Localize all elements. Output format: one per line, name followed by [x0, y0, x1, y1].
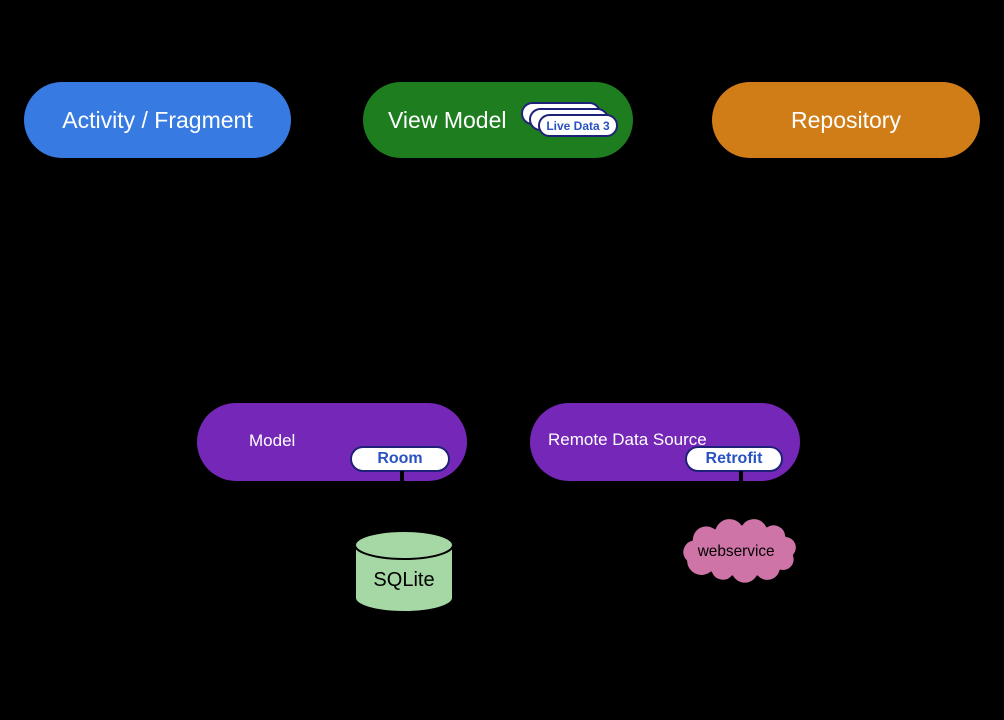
retrofit-badge: Retrofit	[685, 446, 783, 472]
connector-room-to-sqlite	[400, 471, 404, 532]
connector-retrofit-to-webservice	[739, 471, 743, 518]
room-badge-label: Room	[377, 450, 423, 467]
live-data-badge: Live Data 3	[538, 114, 618, 137]
sqlite-label: SQLite	[373, 569, 434, 591]
repository-label: Repository	[791, 106, 901, 133]
node-activity-fragment: Activity / Fragment	[24, 82, 291, 158]
retrofit-badge-label: Retrofit	[705, 450, 763, 467]
cylinder-top	[354, 530, 454, 560]
view-model-label: View Model	[388, 106, 507, 133]
node-remote-data-source: Remote Data Source Retrofit	[530, 403, 800, 481]
node-model: Model Room	[197, 403, 467, 481]
live-data-badge-label: Live Data 3	[546, 118, 610, 133]
activity-fragment-label: Activity / Fragment	[62, 106, 253, 133]
database-cylinder-icon: SQLite	[354, 530, 454, 613]
cylinder-body	[354, 545, 454, 613]
model-label: Model	[249, 431, 296, 450]
webservice-label: webservice	[697, 543, 775, 560]
node-view-model: View Model Live Data 3	[363, 82, 633, 158]
remote-data-source-label: Remote Data Source	[548, 430, 707, 449]
cloud-icon: webservice	[681, 517, 798, 585]
node-repository: Repository	[712, 82, 980, 158]
room-badge: Room	[350, 446, 450, 472]
cloud-body	[681, 517, 798, 585]
